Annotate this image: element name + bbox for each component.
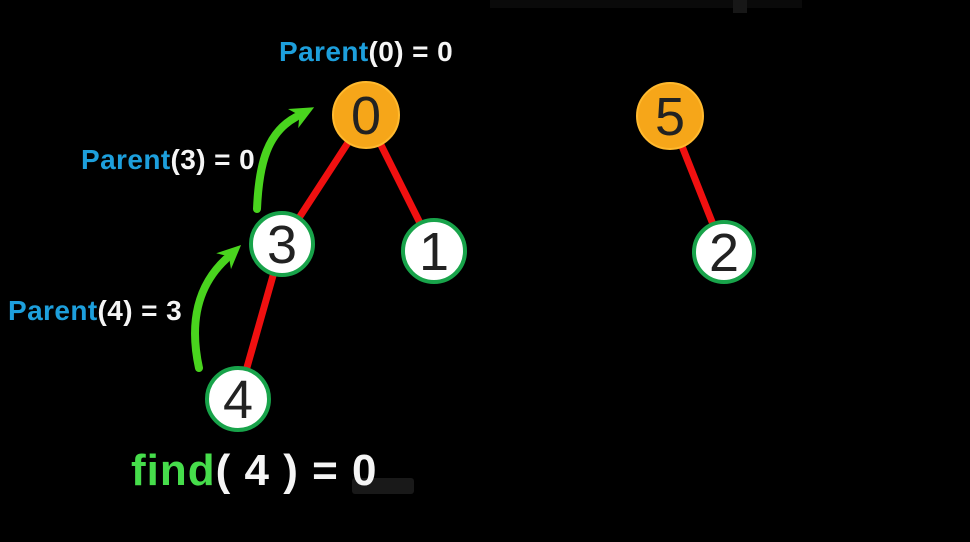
- erased-text-ghost: [352, 478, 414, 494]
- node-4: 4: [205, 366, 271, 432]
- video-artifact: [733, 0, 747, 13]
- annotation-keyword: Parent: [81, 144, 171, 175]
- annotation-value: (4) = 3: [97, 295, 183, 326]
- annotation-parent-4: Parent(4) = 3: [8, 297, 182, 325]
- node-2-circle: [692, 220, 756, 284]
- node-5: 5: [636, 82, 704, 150]
- node-1-circle: [401, 218, 467, 284]
- node-0-label: 0: [351, 86, 381, 146]
- find-keyword: find: [131, 446, 216, 495]
- annotation-parent-3: Parent(3) = 0: [81, 146, 255, 174]
- node-3-circle: [249, 211, 315, 277]
- node-3-label: 3: [267, 215, 297, 275]
- node-5-circle: [636, 82, 704, 150]
- arrow-4-to-3: [191, 244, 242, 372]
- node-4-label: 4: [223, 370, 253, 430]
- node-0-circle: [332, 81, 400, 149]
- node-1: 1: [401, 218, 467, 284]
- node-2-label: 2: [709, 223, 739, 283]
- annotation-keyword: Parent: [279, 36, 369, 67]
- arrow-3-to-0: [253, 107, 315, 213]
- annotation-keyword: Parent: [8, 295, 98, 326]
- video-artifact-strip: [352, 0, 802, 494]
- parent-pointer-arrows: [191, 107, 315, 372]
- union-find-nodes: 0 5 3 1 4 2: [205, 81, 756, 432]
- annotation-value: (3) = 0: [170, 144, 256, 175]
- video-artifact: [747, 0, 802, 8]
- node-1-label: 1: [419, 222, 449, 282]
- video-artifact: [490, 0, 733, 8]
- annotation-parent-0: Parent(0) = 0: [279, 38, 453, 66]
- annotation-value: (0) = 0: [368, 36, 454, 67]
- find-value: ( 4 ) = 0: [215, 446, 378, 495]
- node-0: 0: [332, 81, 400, 149]
- node-4-circle: [205, 366, 271, 432]
- annotation-find-result: find( 4 ) = 0: [131, 449, 377, 493]
- node-3: 3: [249, 211, 315, 277]
- node-5-label: 5: [655, 87, 685, 147]
- node-2: 2: [692, 220, 756, 284]
